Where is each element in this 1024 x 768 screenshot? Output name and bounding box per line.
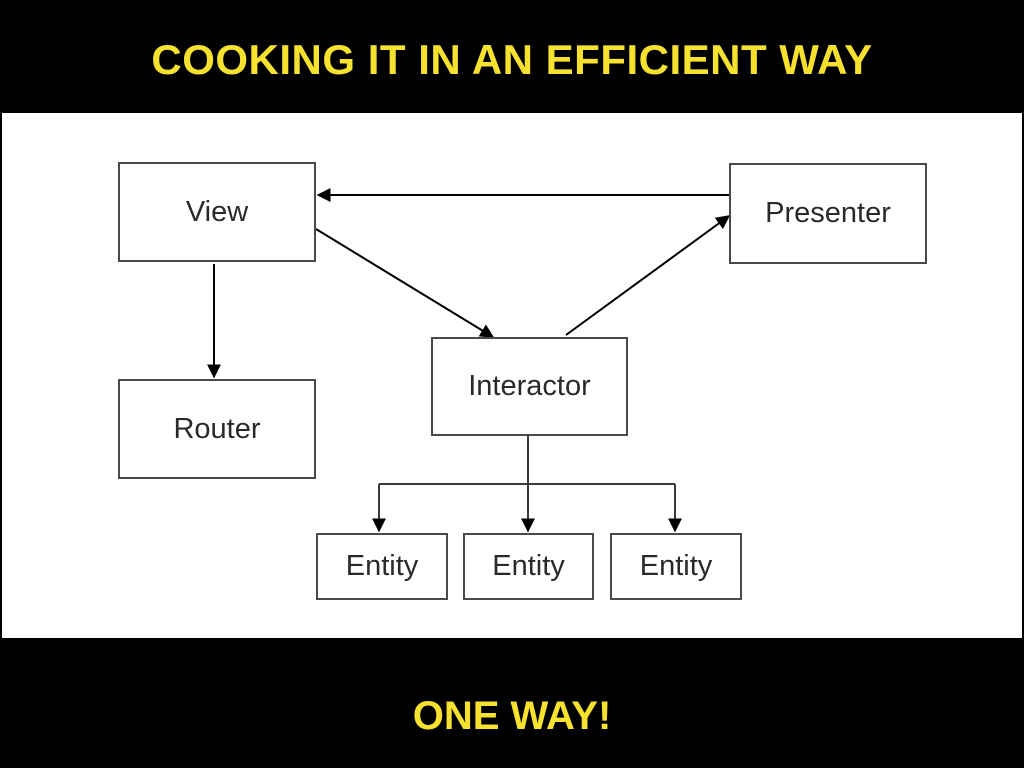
node-entity-1-label: Entity — [345, 550, 419, 582]
diagram-panel: View Presenter Interactor Router Entity … — [2, 113, 1022, 638]
node-view-label: View — [185, 195, 249, 228]
node-router-label: Router — [173, 412, 261, 445]
node-presenter: Presenter — [729, 163, 927, 264]
node-interactor: Interactor — [431, 337, 628, 436]
node-entity-2-label: Entity — [492, 550, 565, 582]
edge-view-to-interactor — [315, 228, 495, 338]
node-entity-2: Entity — [463, 533, 594, 600]
edge-interactor-to-presenter — [565, 215, 731, 336]
node-view: View — [118, 162, 316, 262]
node-interactor-label: Interactor — [468, 370, 591, 402]
node-entity-1: Entity — [316, 533, 448, 600]
node-entity-3-label: Entity — [639, 550, 713, 582]
slide-footer: ONE WAY! — [412, 694, 612, 738]
node-presenter-label: Presenter — [765, 197, 891, 229]
slide-title: COOKING IT IN AN EFFICIENT WAY — [151, 36, 873, 83]
diagram-arrows — [207, 188, 731, 533]
node-entity-3: Entity — [610, 533, 742, 600]
node-router: Router — [118, 379, 316, 479]
